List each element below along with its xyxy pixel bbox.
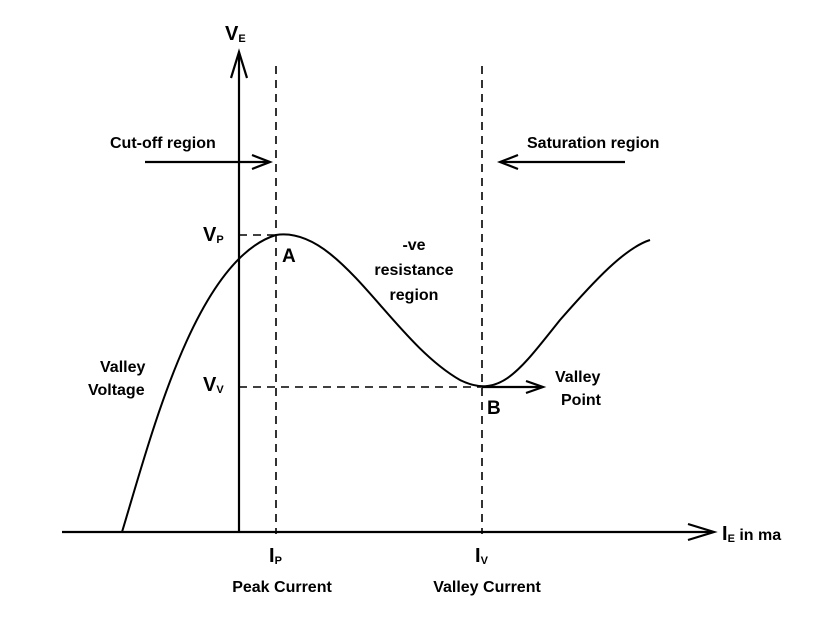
- y-axis-arrowhead: [229, 48, 249, 79]
- point-a-label: A: [282, 246, 296, 267]
- valley-current-symbol: IV: [475, 545, 489, 567]
- valley-point-line-1: Valley: [555, 369, 600, 386]
- valley-voltage-label: VV: [203, 374, 224, 396]
- saturation-arrowhead: [496, 153, 519, 171]
- valley-current-caption: Valley Current: [433, 579, 541, 596]
- side-label-line-1: Valley: [100, 359, 145, 376]
- peak-current-symbol: IP: [269, 545, 282, 567]
- side-label-line-2: Voltage: [88, 382, 145, 399]
- peak-current-caption: Peak Current: [232, 579, 332, 596]
- peak-voltage-label: VP: [203, 224, 224, 246]
- neg-resistance-line-2: resistance: [374, 262, 453, 279]
- cutoff-region-label: Cut-off region: [110, 135, 216, 152]
- characteristic-curve: [121, 233, 651, 533]
- y-axis-label: VE: [225, 23, 246, 45]
- x-axis-label: IE in ma: [722, 523, 781, 545]
- valley-point-arrowhead: [525, 379, 547, 395]
- neg-resistance-line-1: -ve: [402, 237, 425, 254]
- neg-resistance-line-3: region: [390, 287, 439, 304]
- saturation-region-label: Saturation region: [527, 135, 659, 152]
- cutoff-arrowhead: [251, 153, 274, 171]
- point-b-label: B: [487, 398, 501, 419]
- valley-point-line-2: Point: [561, 392, 602, 409]
- x-axis-arrowhead: [687, 522, 718, 542]
